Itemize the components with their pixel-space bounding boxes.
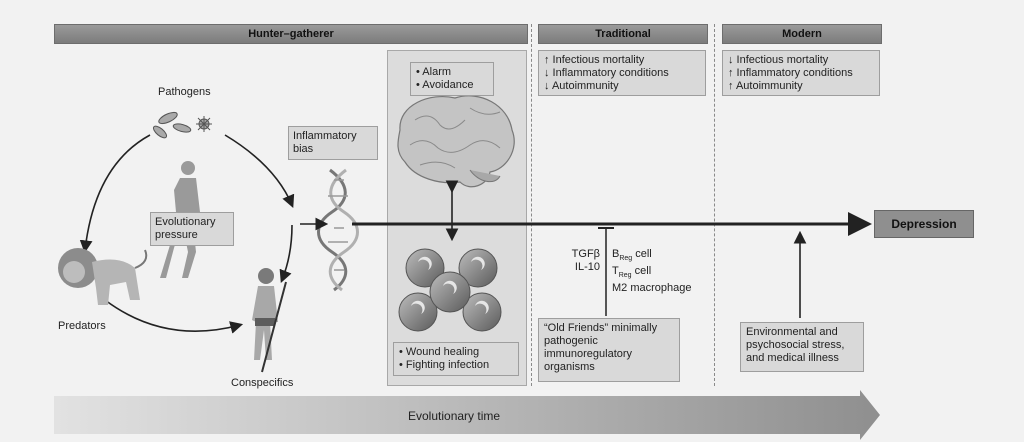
- brain-response-alarm: • Alarm: [416, 66, 452, 78]
- evolutionary-time-label: Evolutionary time: [408, 409, 501, 423]
- brain-responses-box: • Alarm • Avoidance: [410, 62, 494, 96]
- header-hunter-gatherer-label: Hunter–gatherer: [248, 28, 334, 40]
- evolutionary-pressure-box: Evolutionary pressure: [150, 212, 234, 246]
- dna-helix-icon: [317, 168, 359, 292]
- modern-effects-box: ↓ Infectious mortality ↑ Inflammatory co…: [722, 50, 880, 96]
- modern-effect-1: ↓ Infectious mortality: [728, 54, 829, 66]
- header-traditional: Traditional: [538, 24, 708, 44]
- cycle-arrow-right: [279, 224, 293, 283]
- regulators-right: BReg cell TReg cell M2 macrophage: [612, 248, 692, 295]
- traditional-effect-3: ↓ Autoimmunity: [544, 80, 619, 92]
- regulator-treg-cell: TReg cell: [612, 265, 692, 282]
- environment-line-1: Environmental and: [746, 326, 838, 338]
- brain-response-avoidance: • Avoidance: [416, 79, 474, 91]
- inflammatory-bias-box: Inflammatory bias: [288, 126, 378, 160]
- immune-response-wound-healing: • Wound healing: [399, 346, 480, 358]
- cycle-arrow-top-right: [224, 134, 295, 208]
- old-friends-line-3: immunoregulatory: [544, 348, 633, 360]
- traditional-effects-box: ↑ Infectious mortality ↓ Inflammatory co…: [538, 50, 706, 96]
- inhibitor-bar: [598, 227, 614, 229]
- treg-letter: T: [612, 265, 619, 278]
- pathogens-icon: [152, 111, 212, 139]
- inflammatory-bias-line-1: Inflammatory: [293, 130, 357, 142]
- old-friends-line-1: “Old Friends” minimally: [544, 322, 658, 334]
- old-friends-line-2: pathogenic: [544, 335, 598, 347]
- traditional-effect-1: ↑ Infectious mortality: [544, 54, 645, 66]
- conspecifics-label: Conspecifics: [231, 377, 294, 389]
- evolutionary-pressure-line-2: pressure: [155, 229, 198, 241]
- traditional-effect-2: ↓ Inflammatory conditions: [544, 67, 669, 79]
- regulator-breg-cell: BReg cell: [612, 248, 692, 265]
- treg-suffix: cell: [631, 265, 652, 278]
- header-hunter-gatherer: Hunter–gatherer: [54, 24, 528, 44]
- header-traditional-label: Traditional: [595, 28, 651, 40]
- era-divider-2: [714, 24, 715, 386]
- breg-letter: B: [612, 248, 620, 260]
- environment-line-3: and medical illness: [746, 352, 839, 364]
- modern-effect-2: ↑ Inflammatory conditions: [728, 67, 853, 79]
- regulator-il10: IL-10: [574, 261, 600, 273]
- brain-icon: [397, 95, 515, 188]
- inflammatory-bias-line-2: bias: [293, 143, 314, 155]
- modern-effect-3: ↑ Autoimmunity: [728, 80, 803, 92]
- pathogens-label: Pathogens: [158, 86, 211, 98]
- header-modern: Modern: [722, 24, 882, 44]
- treg-subscript: Reg: [618, 272, 632, 280]
- era-divider-1: [531, 24, 532, 386]
- evolutionary-pressure-line-1: Evolutionary: [155, 216, 216, 228]
- regulators-left: TGFβ IL-10: [562, 248, 600, 274]
- depression-box: Depression: [874, 210, 974, 238]
- time-arrow: [54, 390, 880, 440]
- lion-icon: [58, 248, 148, 305]
- regulator-tgfb: TGFβ: [571, 248, 600, 260]
- header-modern-label: Modern: [782, 28, 822, 40]
- depression-label: Depression: [891, 216, 957, 231]
- breg-suffix: cell: [632, 248, 652, 260]
- cycle-arrow-bottom: [104, 299, 244, 334]
- regulator-m2-macrophage: M2 macrophage: [612, 282, 692, 295]
- breg-subscript: Reg: [619, 255, 633, 263]
- old-friends-box: “Old Friends” minimally pathogenic immun…: [538, 318, 680, 382]
- immune-response-fighting-infection: • Fighting infection: [399, 359, 490, 371]
- environment-line-2: psychosocial stress,: [746, 339, 845, 351]
- old-friends-line-4: organisms: [544, 361, 595, 373]
- cycle-arrow-left: [79, 134, 151, 254]
- immune-cells-icon: [398, 248, 502, 332]
- conspecific-figure: [252, 268, 287, 373]
- immune-responses-box: • Wound healing • Fighting infection: [393, 342, 519, 376]
- environment-box: Environmental and psychosocial stress, a…: [740, 322, 864, 372]
- predators-label: Predators: [58, 320, 106, 332]
